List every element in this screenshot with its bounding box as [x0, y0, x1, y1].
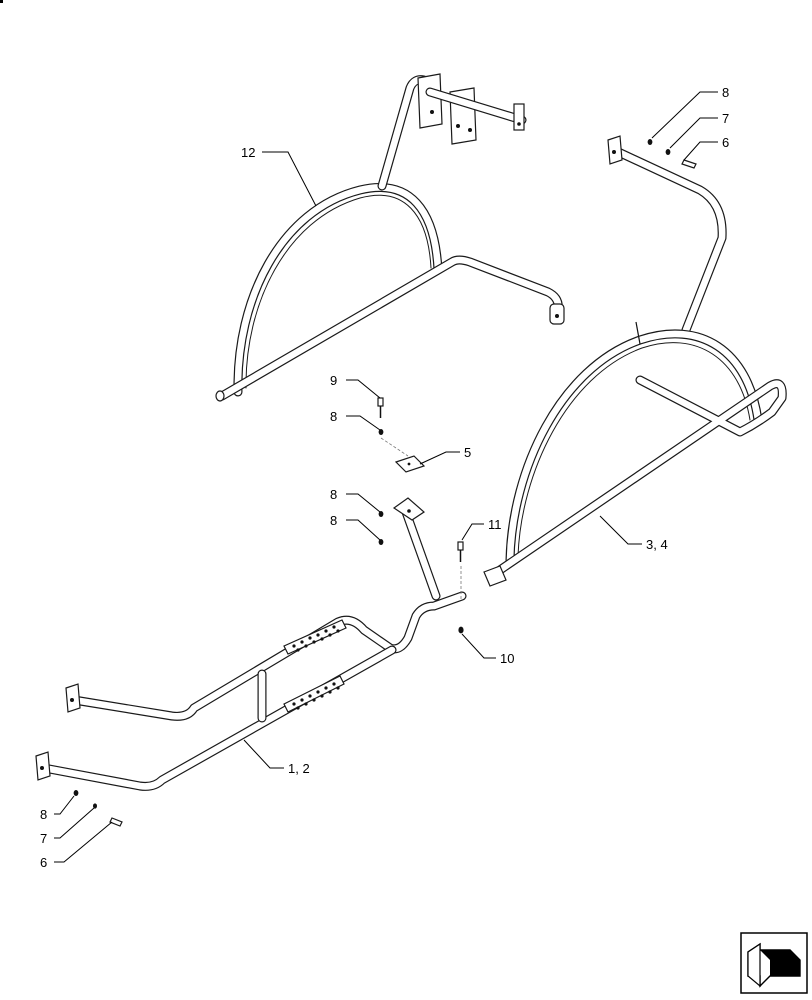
callout-6: 6	[722, 135, 729, 150]
callout-labels: 12 8 7 6 9 8 5 8 8 11 3, 4 10 1, 2 8 7 6	[40, 85, 729, 870]
callout-3-4: 3, 4	[646, 537, 668, 552]
callout-7: 7	[722, 111, 729, 126]
callout-8: 8	[330, 409, 337, 424]
callout-8: 8	[40, 807, 47, 822]
callout-8: 8	[330, 487, 337, 502]
next-page-arrow-icon[interactable]	[740, 932, 808, 994]
callout-7: 7	[40, 831, 47, 846]
callout-6: 6	[40, 855, 47, 870]
step-frame-assembly-1-2	[35, 497, 467, 791]
callout-1-2: 1, 2	[288, 761, 310, 776]
step-plate-upper	[283, 619, 347, 655]
callout-9: 9	[330, 373, 337, 388]
fender-frame-assembly-12	[215, 73, 565, 402]
callout-5: 5	[464, 445, 471, 460]
callout-8: 8	[722, 85, 729, 100]
callout-8: 8	[330, 513, 337, 528]
callout-10: 10	[500, 651, 514, 666]
hardware-parts	[73, 139, 697, 827]
step-plate-lower	[283, 675, 345, 713]
callout-12: 12	[241, 145, 255, 160]
callout-11: 11	[488, 517, 502, 532]
fender-frame-assembly-3-4	[483, 135, 787, 587]
corner-mark	[0, 0, 3, 3]
leader-lines	[54, 91, 718, 863]
